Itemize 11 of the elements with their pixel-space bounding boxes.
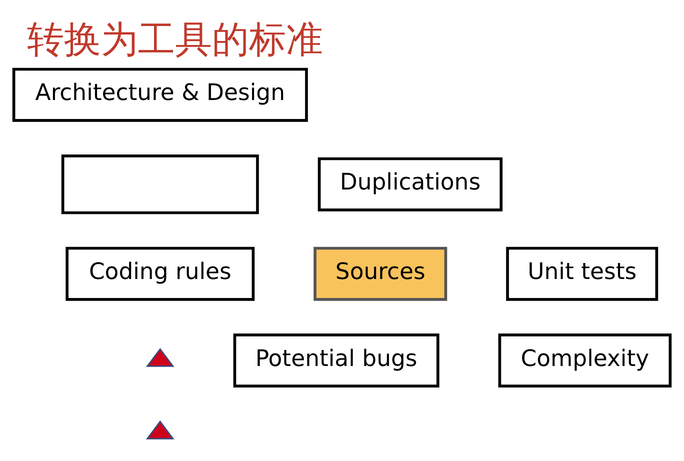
node-box: Duplications [318, 157, 503, 212]
node-box: Complexity [498, 334, 672, 388]
node-box: Sources [314, 246, 448, 301]
node-box: Coding rules [66, 246, 255, 301]
diagram-title: 转换为工具的标准 [27, 18, 324, 61]
node-box: Potential bugs [233, 334, 440, 388]
node-box: Architecture & Design [12, 68, 308, 122]
node-box [61, 154, 259, 214]
node-box: Unit tests [506, 246, 658, 301]
node-triangle [146, 420, 174, 440]
node-triangle [146, 348, 174, 367]
